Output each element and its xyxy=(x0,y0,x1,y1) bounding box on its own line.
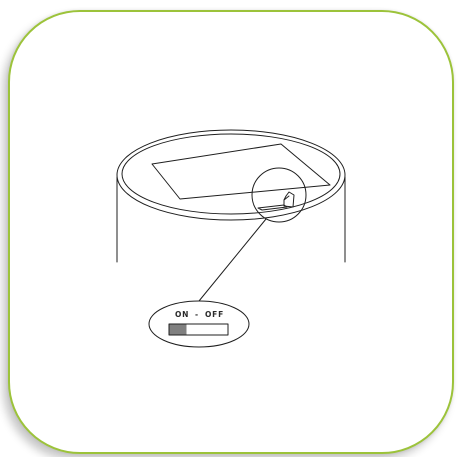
instruction-card xyxy=(8,10,454,454)
switch-track xyxy=(168,323,229,336)
callout-bubble xyxy=(148,300,250,348)
switch-off-label: OFF xyxy=(205,310,224,319)
battery-compartment-icon xyxy=(151,143,331,200)
lid-switch-detail xyxy=(257,191,295,211)
zoom-circle xyxy=(251,167,307,223)
on-off-switch-icon xyxy=(168,323,229,336)
switch-on-label: ON xyxy=(175,310,189,319)
cylinder-inner-rim xyxy=(121,133,341,215)
callout-leader-line xyxy=(198,218,267,302)
switch-knob xyxy=(169,324,187,335)
switch-separator: - xyxy=(195,310,199,319)
cylinder-outer-rim xyxy=(116,129,346,221)
